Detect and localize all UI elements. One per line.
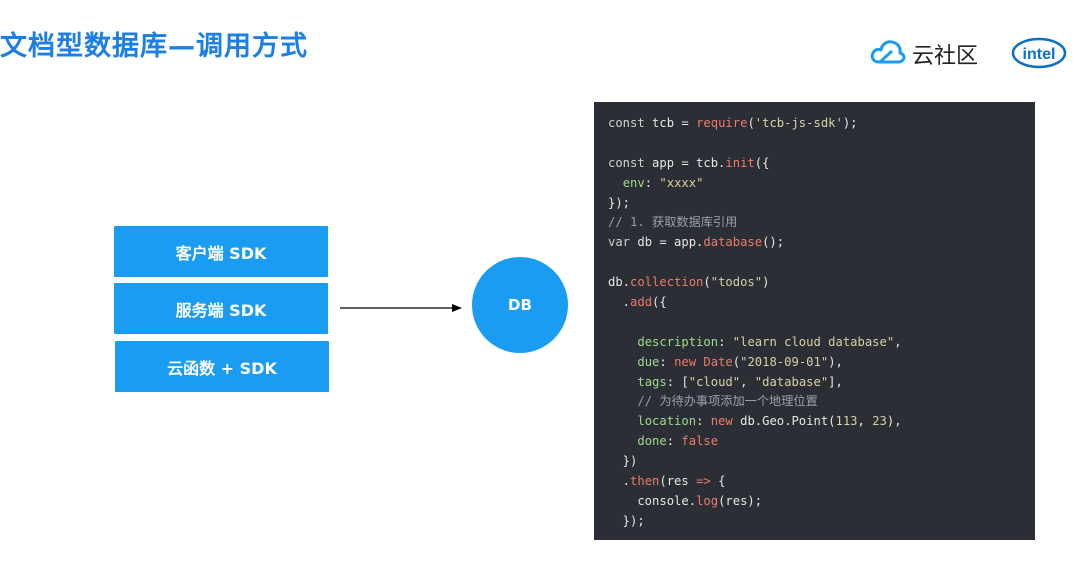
code-line: }); [608,195,631,210]
code-line: done: false [637,434,719,449]
code-line: // 1. 获取数据库引用 [608,215,738,230]
cloud-community-label: 云社区 [912,44,979,69]
server-sdk-box: 服务端 SDK [114,283,328,334]
db-node: DB [472,257,568,353]
code-line: const tcb = require('tcb-js-sdk'); [608,116,858,130]
code-line: .add({ [608,295,667,310]
code-line: var db = app.database(); [608,235,785,250]
code-line [608,253,1035,273]
code-line: location: new db.Geo.Point(113, 23), [637,414,902,429]
page-title: 文档型数据库—调用方式 [0,31,308,62]
code-line: console.log(res); [608,493,763,508]
code-line: due: new Date("2018-09-01"), [637,354,843,369]
code-line: description: "learn cloud database", [637,334,902,349]
arrow-connector [340,304,462,312]
code-line [608,134,1035,154]
intel-logo-icon: intel [1011,37,1067,69]
code-line: .then(res => { [608,474,726,489]
code-line: }); [608,513,645,528]
svg-text:intel: intel [1023,46,1056,63]
code-line: const app = tcb.init({ [608,155,770,170]
code-block: const tcb = require('tcb-js-sdk'); const… [594,102,1035,540]
code-line: db.collection("todos") [608,275,770,290]
code-line: tags: ["cloud", "database"], [637,374,843,389]
cloud-function-sdk-box: 云函数 + SDK [115,341,329,392]
code-line [608,313,1035,333]
cloud-logo-icon [870,40,906,64]
code-line: // 为待办事项添加一个地理位置 [637,394,818,409]
code-line: }) [608,454,638,469]
code-line: env: "xxxx" [622,175,704,190]
client-sdk-box: 客户端 SDK [114,226,328,277]
